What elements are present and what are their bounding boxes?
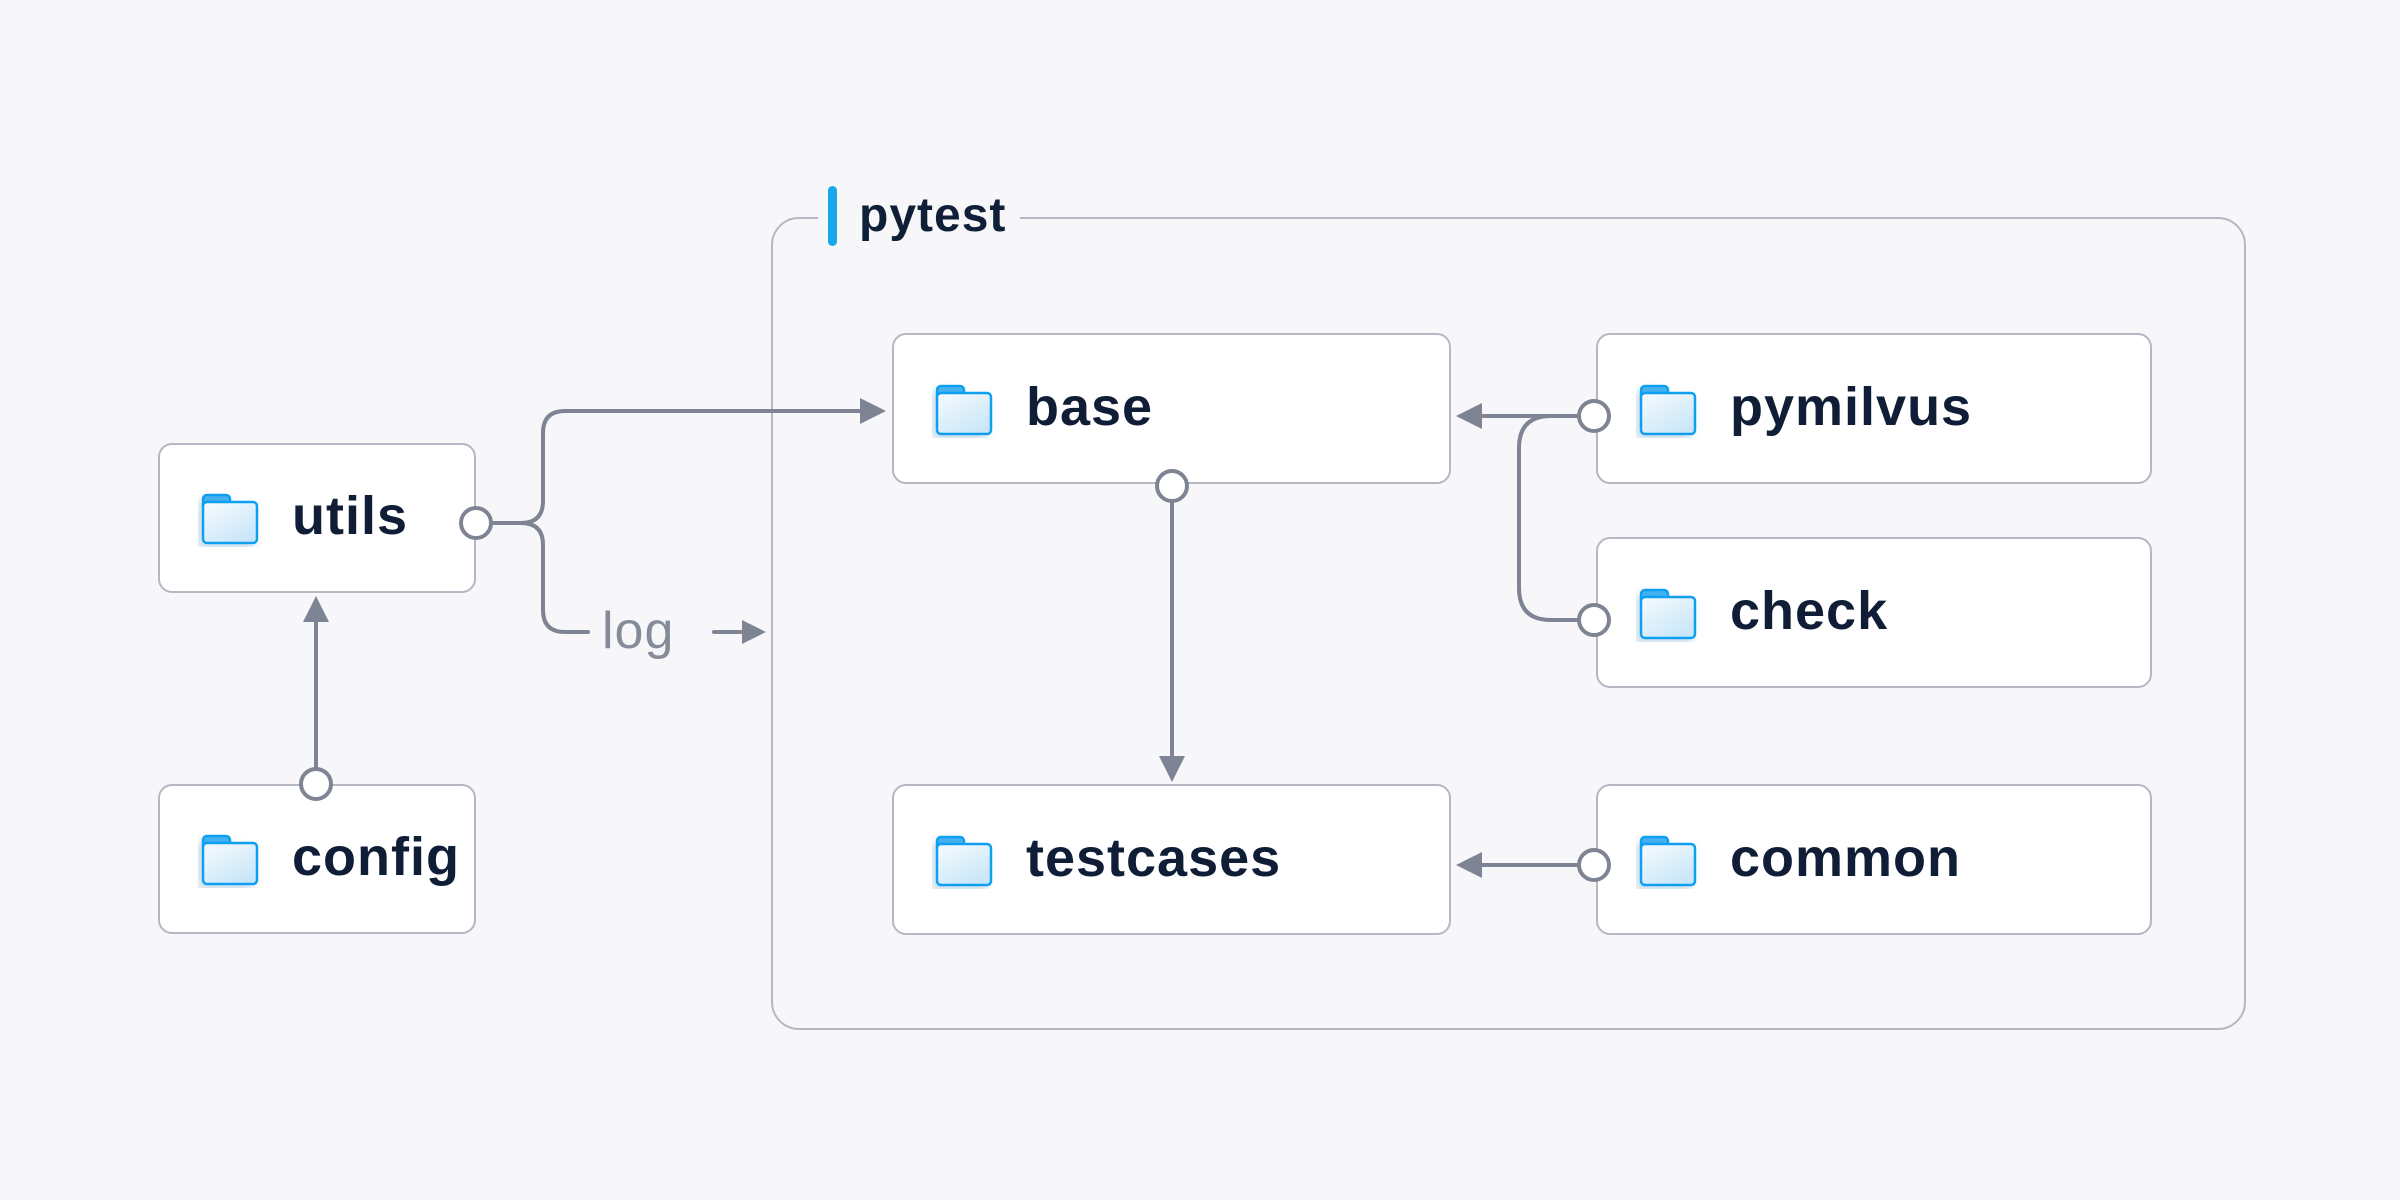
node-label: utils (292, 486, 409, 546)
edge-utils-log (489, 521, 590, 634)
folder-icon (201, 834, 259, 886)
arrowhead-log (742, 620, 766, 644)
node-testcases: testcases (892, 784, 1451, 935)
node-utils: utils (158, 443, 476, 593)
folder-icon (1639, 835, 1697, 886)
pytest-container-label: pytest (818, 184, 1021, 248)
node-label: pymilvus (1730, 376, 1973, 437)
node-label: testcases (1026, 827, 1282, 888)
arrowhead-into-utils-bottom (303, 596, 329, 622)
node-check: check (1596, 537, 2152, 688)
edge-label-log: log (602, 602, 675, 660)
folder-icon (1639, 588, 1697, 639)
folder-icon (201, 493, 259, 545)
node-config: config (158, 784, 476, 934)
accent-bar (828, 186, 837, 246)
node-base: base (892, 333, 1451, 484)
node-pymilvus: pymilvus (1596, 333, 2152, 484)
pytest-container-title: pytest (859, 189, 1007, 242)
pytest-container (771, 217, 2246, 1030)
node-label: check (1730, 580, 1889, 641)
folder-icon (935, 835, 993, 886)
node-label: common (1730, 827, 1962, 888)
node-label: config (292, 827, 460, 887)
folder-icon (935, 384, 993, 435)
folder-icon (1639, 384, 1697, 435)
node-label: base (1026, 376, 1154, 437)
node-common: common (1596, 784, 2152, 935)
